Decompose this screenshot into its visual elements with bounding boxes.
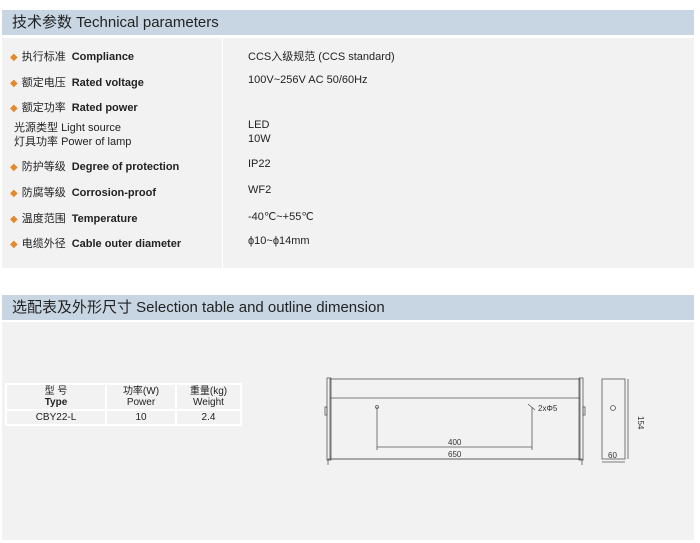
param-label-cn: 执行标准	[21, 51, 66, 63]
param-label-en: Cable outer diameter	[71, 238, 182, 250]
diamond-bullet-icon: ◆	[10, 103, 18, 114]
diamond-bullet-icon: ◆	[10, 188, 18, 199]
param-label-cn: 温度范围	[21, 213, 66, 225]
param-value: -40℃~+55℃	[248, 211, 314, 223]
hole-label: 2xΦ5	[538, 404, 558, 413]
param-label-cn: 光源类型	[14, 122, 58, 134]
param-label-cn: 电缆外径	[21, 238, 66, 250]
param-row: 光源类型 Light source	[10, 119, 121, 135]
param-label-en: Power of lamp	[61, 136, 132, 148]
param-row: ◆电缆外径 Cable outer diameter	[10, 235, 181, 251]
param-row: ◆执行标准 Compliance	[10, 48, 134, 64]
header-weight: Weight	[193, 397, 224, 408]
selection-header: 选配表及外形尺寸 Selection table and outline dim…	[2, 295, 694, 320]
param-value: CCS入级规范 (CCS standard)	[248, 51, 395, 63]
diamond-bullet-icon: ◆	[10, 239, 18, 250]
lamp-side-outline	[601, 378, 626, 460]
param-row: ◆防腐等级 Corrosion-proof	[10, 184, 156, 200]
param-label-cn: 额定电压	[21, 77, 66, 89]
param-value: ϕ10~ϕ14mm	[248, 235, 310, 247]
header-power-cn: 功率(W)	[122, 386, 160, 397]
param-label-cn: 额定功率	[21, 102, 66, 114]
param-row: 灯具功率 Power of lamp	[10, 133, 131, 149]
outline-drawing: 2xΦ5 400 650 154 60	[324, 377, 645, 465]
param-label-en: Light source	[61, 122, 121, 134]
param-row: ◆额定电压 Rated voltage	[10, 74, 144, 90]
param-label-en: Compliance	[71, 51, 135, 63]
param-value: 100V~256V AC 50/60Hz	[248, 74, 368, 86]
param-row: ◆温度范围 Temperature	[10, 210, 138, 226]
technical-parameters-header: 技术参数 Technical parameters	[2, 10, 694, 35]
length-label: 650	[448, 450, 462, 459]
cell-weight: 2.4	[175, 409, 242, 426]
parameters-panel	[2, 38, 694, 268]
param-row: ◆防护等级 Degree of protection	[10, 158, 179, 174]
header-weight-cn: 重量(kg)	[189, 386, 228, 397]
table-row: CBY22-L 10 2.4	[5, 409, 242, 426]
param-label-en: Temperature	[71, 213, 138, 225]
header-type-cn: 型 号	[44, 386, 68, 397]
divider	[222, 38, 223, 268]
param-value: 10W	[248, 133, 271, 145]
param-label-en: Corrosion-proof	[71, 187, 157, 199]
param-row: ◆额定功率 Rated power	[10, 99, 138, 115]
spacing-label: 400	[448, 438, 462, 447]
diamond-bullet-icon: ◆	[10, 78, 18, 89]
header-power: Power	[126, 397, 156, 408]
cell-type: CBY22-L	[5, 409, 107, 426]
param-value: LED	[248, 119, 270, 131]
param-label-en: Degree of protection	[71, 161, 180, 173]
diamond-bullet-icon: ◆	[10, 214, 18, 225]
param-label-en: Rated voltage	[71, 77, 144, 89]
depth-label: 60	[608, 451, 617, 460]
param-label-en: Rated power	[71, 102, 138, 114]
param-label-cn: 防护等级	[21, 161, 66, 173]
param-label-cn: 灯具功率	[14, 136, 58, 148]
param-value: IP22	[248, 158, 271, 170]
diamond-bullet-icon: ◆	[10, 52, 18, 63]
header-type: Type	[44, 397, 68, 408]
cell-power: 10	[105, 409, 177, 426]
height-label: 154	[636, 416, 645, 430]
diamond-bullet-icon: ◆	[10, 162, 18, 173]
param-label-cn: 防腐等级	[21, 187, 66, 199]
param-value: WF2	[248, 184, 272, 196]
